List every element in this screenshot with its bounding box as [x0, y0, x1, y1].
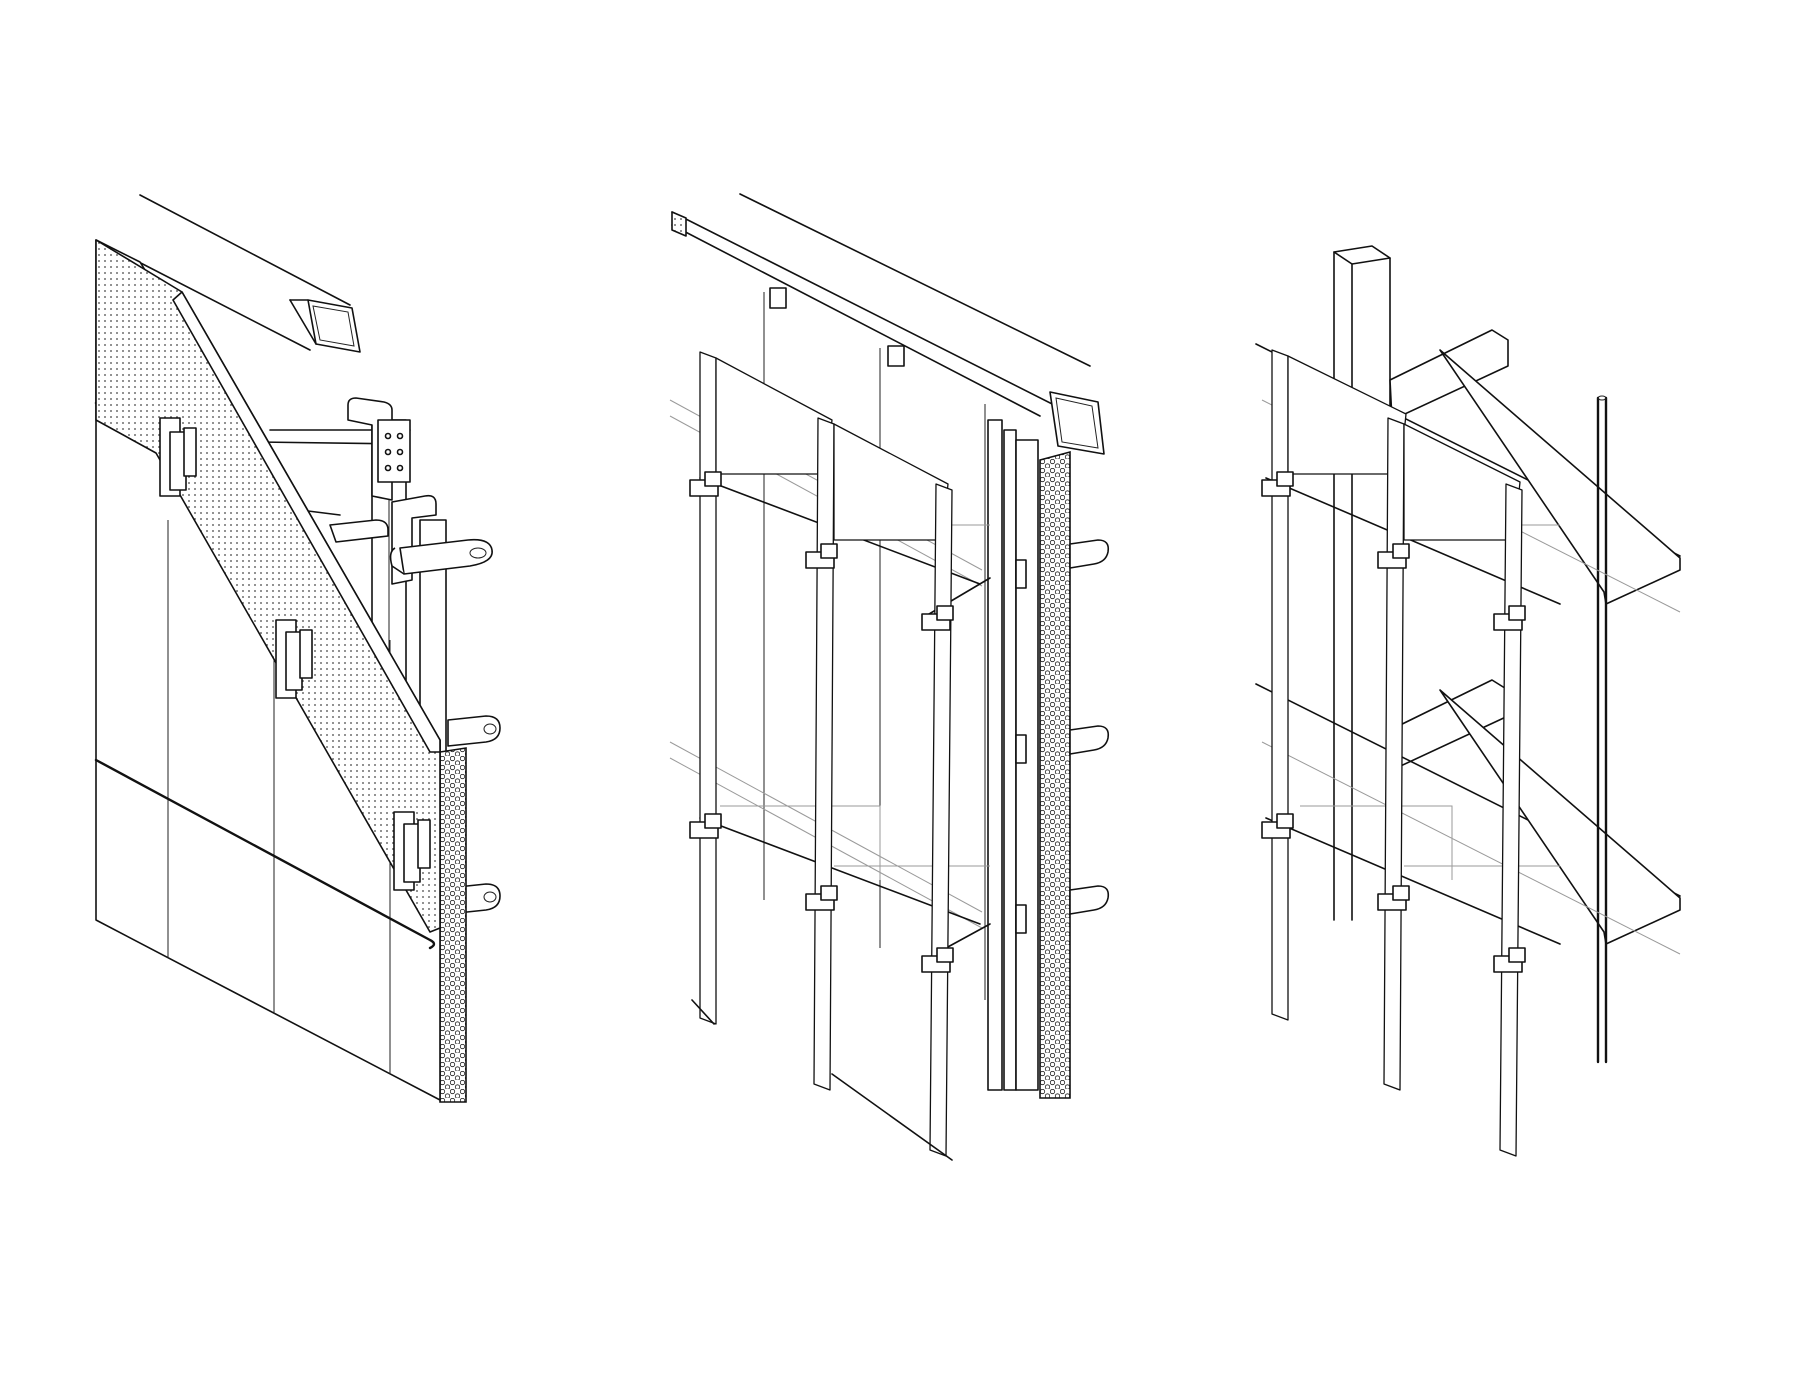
- point-fixing: [689, 471, 954, 973]
- glass-fin: [813, 417, 949, 1091]
- glass-fin: [699, 351, 833, 1025]
- middle-assembly: [669, 193, 1110, 1161]
- left-assembly: [94, 194, 501, 1103]
- glass-fin: [1271, 349, 1407, 1021]
- channel-clip: [275, 619, 313, 699]
- rail-clip: [329, 519, 389, 543]
- bolt-plate: [377, 419, 411, 483]
- vertical-stud: [987, 419, 1003, 1091]
- floor-plate: [1439, 689, 1681, 945]
- glass-fin: [929, 483, 953, 1157]
- rail-clip: [389, 538, 493, 575]
- channel-clip: [159, 417, 197, 497]
- hollow-beam-end: [1049, 391, 1105, 455]
- floor-plate: [1439, 349, 1681, 605]
- beam-edge: [671, 211, 1069, 413]
- beam-edge: [139, 194, 351, 306]
- right-assembly: [1255, 245, 1681, 1157]
- point-fixing: [1261, 471, 1526, 973]
- column-top: [1333, 245, 1391, 265]
- vertical-stud: [1003, 429, 1017, 1091]
- insulation-strip: [439, 747, 467, 1103]
- rail-clip: [447, 715, 501, 747]
- glass-fin: [1499, 483, 1523, 1157]
- hollow-beam-end: [307, 299, 361, 353]
- channel-clip: [393, 811, 431, 891]
- glass-fin: [1383, 417, 1521, 1091]
- rail-clip: [1069, 539, 1110, 915]
- horizontal-joint: [94, 758, 436, 950]
- beam-edge: [739, 193, 1091, 367]
- insulation-strip: [1039, 450, 1071, 1099]
